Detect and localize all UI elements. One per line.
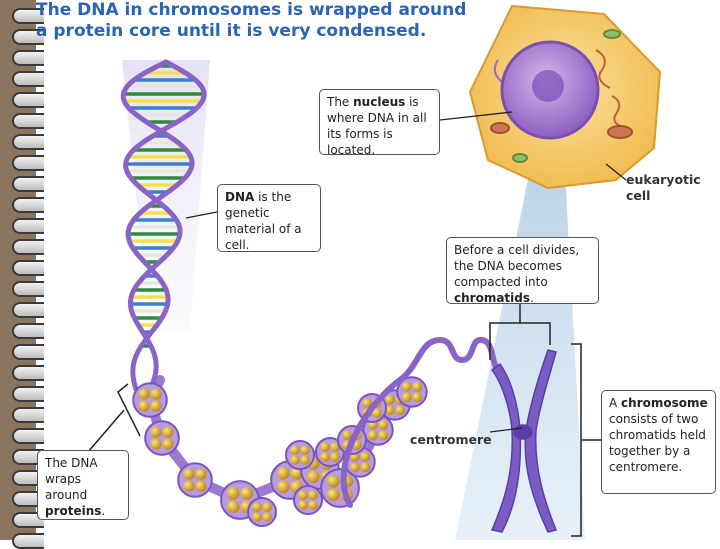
eukaryotic-cell-label: eukaryotic cell [626,172,701,204]
dna-callout: DNA is the genetic material of a cell. [217,184,321,252]
binding-ring [12,407,44,423]
chromatid-bracket [489,304,551,360]
binding-ring [12,113,44,129]
chromatin-fiber [132,375,428,527]
binding-ring [12,50,44,66]
binding-ring [12,197,44,213]
dna-callout-bold: DNA [225,190,255,204]
binding-ring [12,92,44,108]
binding-ring [12,386,44,402]
proteins-callout: The DNA wraps around proteins. [37,450,129,520]
binding-ring [12,8,44,24]
chromosome [490,349,558,533]
dna-double-helix [120,59,207,392]
binding-ring [12,449,44,465]
chromosome-callout: A chromosome consists of two chromatids … [601,390,716,494]
binding-ring [12,365,44,381]
cell-organelles [490,29,633,163]
chromosome-bracket [571,343,601,537]
centromere-label-text: centromere [410,432,492,447]
binding-ring [12,344,44,360]
nucleus-callout: The nucleus is where DNA in all its form… [319,89,440,157]
binding-ring [12,176,44,192]
dna-callout-post: is the genetic material of a cell. [225,190,302,252]
binding-ring [12,260,44,276]
nucleosome [247,497,277,527]
nucleosome [396,376,428,408]
title-line-2: a protein core until it is very condense… [36,21,427,41]
chromosome-callout-post: consists of two chromatids held together… [609,412,706,474]
binding-ring [12,134,44,150]
eukaryotic-label-line-2: cell [626,188,651,203]
eukaryotic-label-line-1: eukaryotic [626,172,701,187]
chromatids-callout-bold: chromatids [454,291,531,305]
proteins-callout-pre: The DNA wraps around [45,456,98,502]
helix-backbone-2 [120,59,195,392]
proteins-callout-post: . [101,504,106,518]
leader-lines [185,111,627,433]
title-line-1: The DNA in chromosomes is wrapped around [36,0,467,20]
binding-ring [12,470,44,486]
binding-ring [12,428,44,444]
binding-ring [12,323,44,339]
binding-ring [12,155,44,171]
nucleosome [293,485,323,515]
chromosome-callout-bold: chromosome [621,396,708,410]
zoom-beam [455,135,585,540]
nucleus-callout-pre: The [327,95,354,109]
nucleosome [132,382,168,418]
binding-ring [12,218,44,234]
nucleus-callout-post: is where DNA in all its forms is located… [327,95,427,157]
chromosome-callout-pre: A [609,396,622,410]
binding-ring [12,281,44,297]
nucleus-callout-bold: nucleus [353,95,406,109]
binding-ring [12,491,44,507]
proteins-callout-bold: proteins [45,504,102,518]
binding-ring [12,239,44,255]
centromere-label: centromere [410,432,492,448]
protein-bracket [87,383,141,453]
binding-ring [12,302,44,318]
helix-backbone-1 [123,59,207,392]
nucleolus [532,70,564,102]
diagram-title: The DNA in chromosomes is wrapped around… [36,0,466,42]
coiled-fiber [340,336,503,508]
nucleosome [144,420,180,456]
chromatids-callout: Before a cell divides, the DNA becomes c… [446,237,599,305]
chromatids-callout-post: . [530,291,534,305]
chromatids-callout-pre: Before a cell divides, the DNA becomes c… [454,243,580,289]
binding-ring [12,71,44,87]
binding-ring [12,512,44,528]
nucleosome [177,462,213,498]
binding-ring [12,29,44,45]
nucleosome [285,440,315,470]
